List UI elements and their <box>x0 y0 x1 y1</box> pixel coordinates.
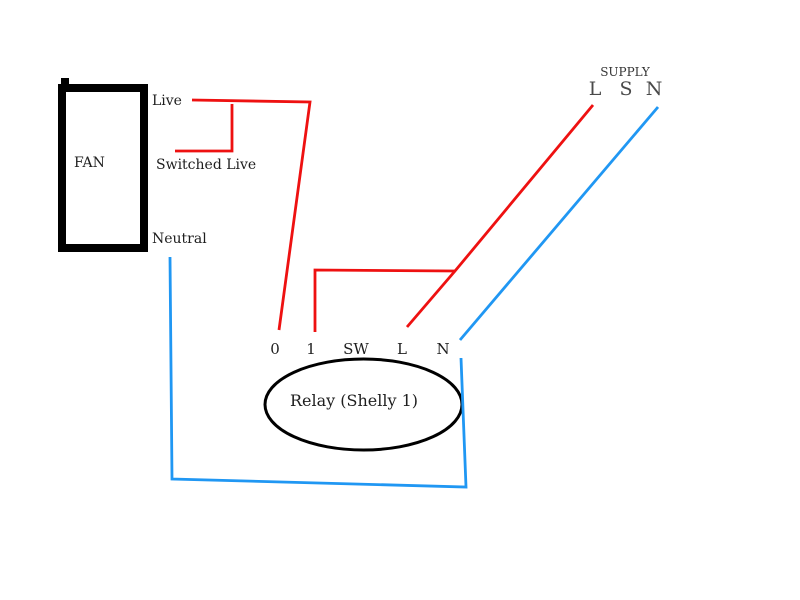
fan-terminal-live-label: Live <box>152 93 182 109</box>
relay-label: Relay (Shelly 1) <box>289 391 419 410</box>
relay-n-to-fan-neutral-wire <box>168 256 468 489</box>
supply-n-to-relay-n-wire <box>458 106 660 341</box>
fan-box-corner-nub <box>61 78 69 87</box>
switched-live-stub-wire <box>175 104 234 153</box>
fan-label: FAN <box>74 155 105 171</box>
fan-terminal-neutral-label: Neutral <box>152 231 207 247</box>
relay-terminal-sw-label: SW <box>343 340 369 358</box>
relay-terminal-0-label: 0 <box>270 340 280 358</box>
supply-title: SUPPLY <box>600 65 650 79</box>
relay-1-to-junction-wire <box>313 268 456 332</box>
fan-live-to-relay-0-wire <box>191 98 312 331</box>
supply-terminal-n-label: N <box>645 78 663 100</box>
supply-l-to-relay-l-wire <box>405 104 595 328</box>
relay-terminal-n-label: N <box>436 340 450 358</box>
fan-terminal-switched-live-label: Switched Live <box>156 157 257 173</box>
relay-terminal-l-label: L <box>397 340 407 358</box>
relay-terminal-1-label: 1 <box>306 340 316 358</box>
fan-box <box>58 84 148 252</box>
supply-terminal-l-label: L <box>588 78 602 100</box>
supply-terminal-s-label: S <box>619 78 633 100</box>
